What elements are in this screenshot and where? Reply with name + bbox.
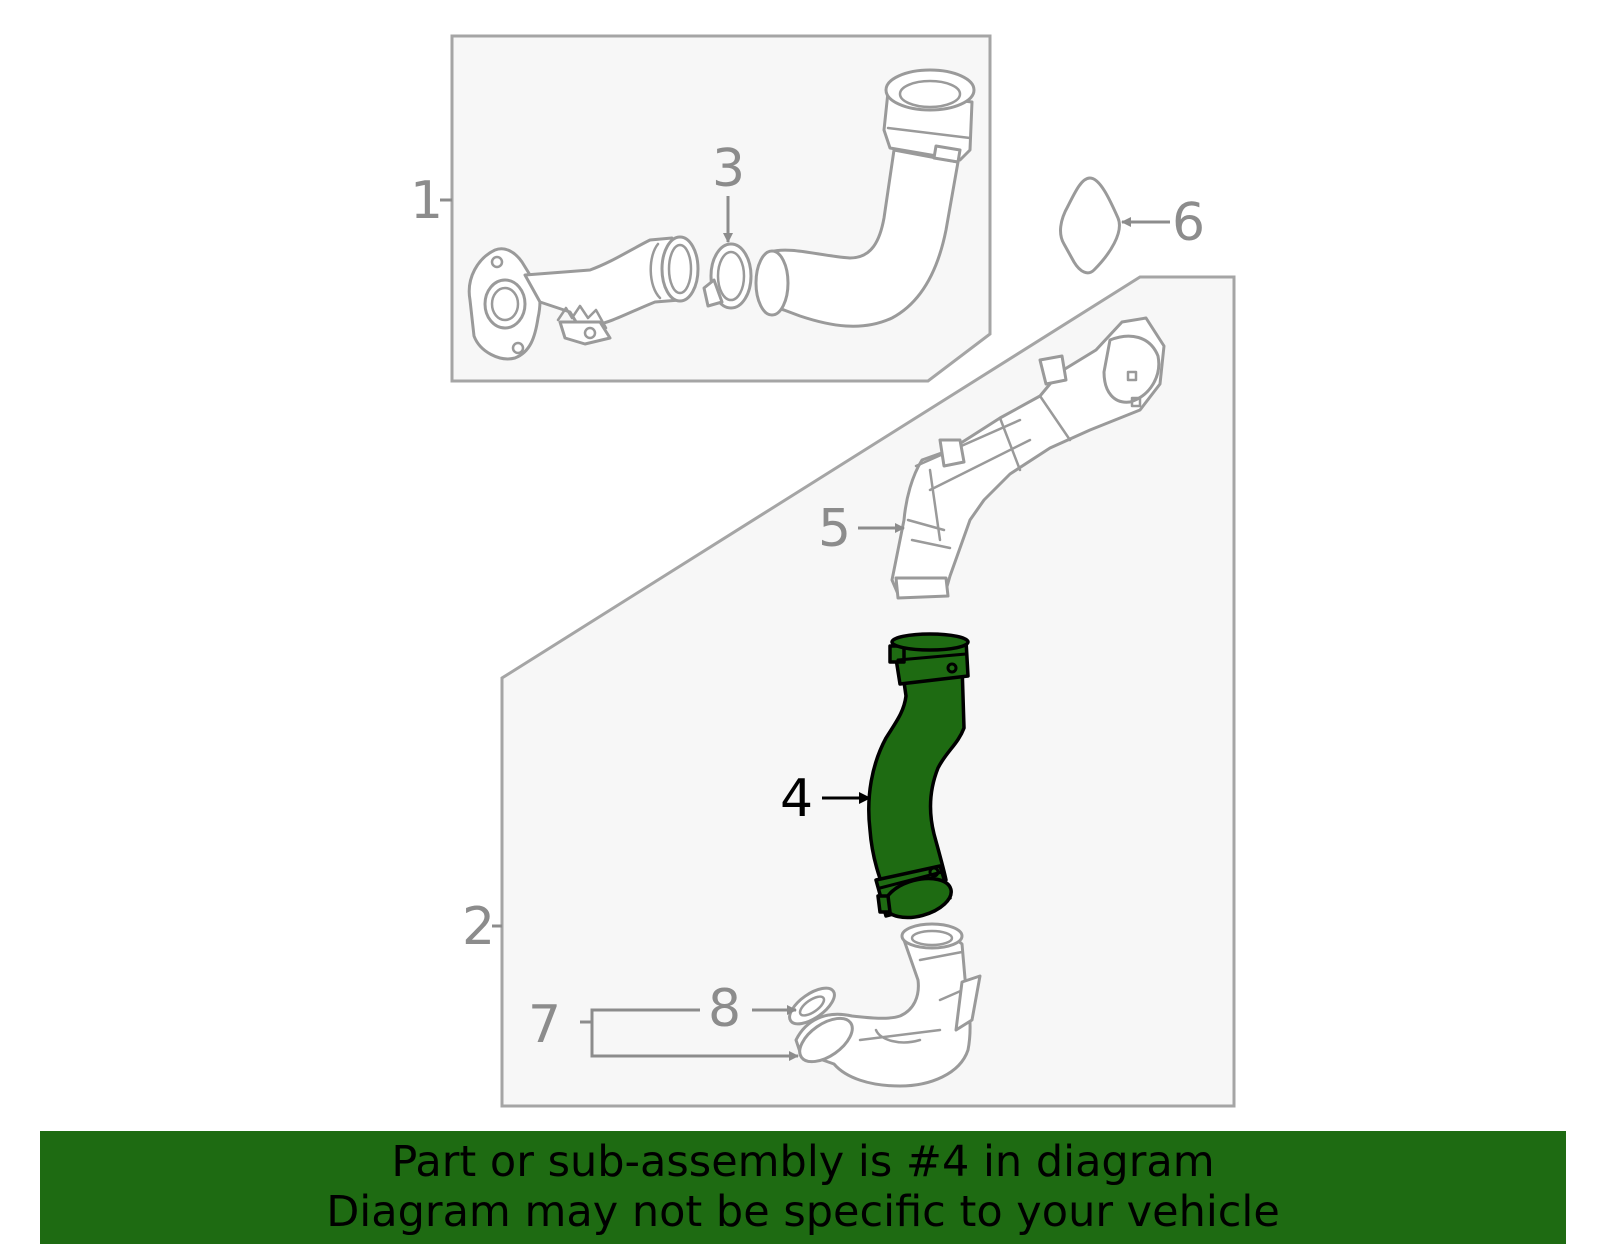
callout-5: 5 [818, 499, 851, 559]
part-3-clamp [702, 242, 753, 310]
part-5-intake-tube [890, 316, 1166, 600]
assembly-2-box [500, 275, 1236, 1108]
callout-6: 6 [1172, 193, 1205, 253]
callout-8: 8 [708, 979, 741, 1039]
banner-line-part: Part or sub-assembly is #4 in diagram [391, 1137, 1215, 1187]
info-banner: Part or sub-assembly is #4 in diagram Di… [40, 1131, 1566, 1244]
banner-line-disclaimer: Diagram may not be specific to your vehi… [326, 1187, 1280, 1237]
callout-7: 7 [528, 995, 561, 1055]
part-6-gasket [1059, 176, 1121, 275]
callout-1: 1 [410, 171, 443, 231]
part-1-pipe-flange [467, 235, 700, 361]
part-7-elbow-pipe [794, 922, 982, 1088]
leader-lines [440, 196, 1170, 1061]
callout-4: 4 [780, 769, 813, 829]
callout-2: 2 [462, 897, 495, 957]
part-4-hose-highlighted [867, 632, 970, 920]
part-8-gasket [788, 986, 836, 1026]
part-1-upper-hose [754, 68, 976, 328]
callout-3: 3 [712, 139, 745, 199]
callouts: 1 3 6 5 4 2 8 7 [410, 139, 1205, 1055]
